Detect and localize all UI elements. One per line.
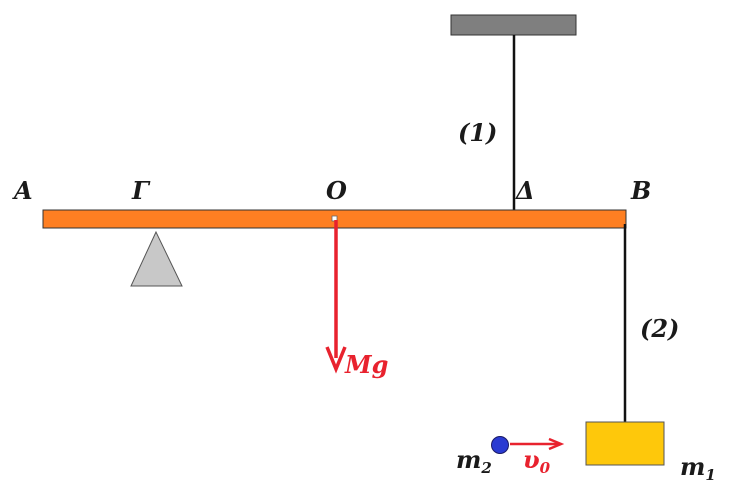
label-string-1: (1) — [458, 118, 497, 147]
ceiling-support — [450, 14, 577, 36]
label-velocity: υ0 — [523, 445, 551, 477]
label-point-b: Β — [630, 176, 651, 205]
fulcrum-support — [130, 230, 183, 287]
label-m2-sub: 2 — [480, 459, 491, 477]
label-m1: m1 — [680, 452, 716, 484]
label-point-delta: Δ — [515, 176, 535, 205]
label-string-2: (2) — [640, 314, 679, 343]
ball-m2 — [491, 436, 509, 454]
label-m1-main: m — [680, 452, 705, 481]
label-point-a: Α — [12, 176, 33, 205]
label-point-gamma: Γ — [131, 176, 151, 205]
label-m1-sub: 1 — [705, 466, 715, 484]
label-m2-main: m — [456, 445, 481, 474]
label-weight-main: M — [344, 350, 373, 379]
label-point-o: Ο — [326, 176, 347, 205]
label-velocity-sub: 0 — [540, 459, 551, 477]
label-weight: Mg — [344, 350, 388, 379]
block-m1 — [585, 421, 665, 466]
label-velocity-main: υ — [523, 445, 540, 474]
velocity-arrow-head — [548, 437, 565, 451]
weight-arrow-head — [325, 346, 347, 374]
label-weight-tail: g — [372, 350, 389, 379]
label-m2: m2 — [456, 445, 492, 477]
